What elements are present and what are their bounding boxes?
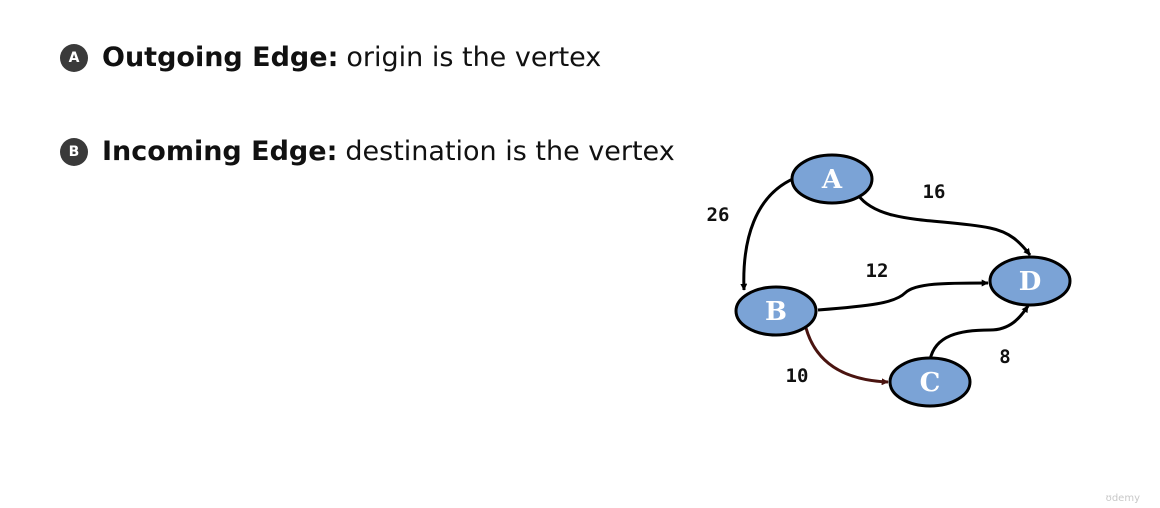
badge-b: B: [60, 137, 88, 166]
incoming-edge-term: Incoming Edge:: [102, 136, 338, 167]
incoming-edge-bullet: B Incoming Edge: destination is the vert…: [60, 136, 675, 167]
edge-weight-a-b: 26: [707, 204, 730, 226]
node-d: D: [988, 255, 1072, 307]
outgoing-edge-term: Outgoing Edge:: [102, 42, 339, 73]
edge-weight-b-d: 12: [866, 260, 889, 282]
node-b-label: B: [765, 297, 787, 327]
node-b: B: [734, 285, 818, 337]
edge-weight-c-d: 8: [999, 346, 1010, 368]
node-a-label: A: [821, 165, 843, 195]
edge-a-to-d: [856, 194, 1032, 256]
node-d-label: D: [1019, 267, 1042, 297]
node-c: C: [888, 356, 972, 408]
watermark-logo: ʊdemy: [1105, 493, 1140, 504]
edge-b-to-c: [804, 327, 889, 386]
edge-c-to-d: [928, 305, 1030, 361]
outgoing-edge-bullet: A Outgoing Edge: origin is the vertex: [60, 42, 601, 73]
edge-a-to-b: [740, 176, 796, 291]
badge-a: A: [60, 43, 88, 72]
node-a: A: [790, 153, 874, 205]
edge-weight-a-d: 16: [923, 181, 946, 203]
edge-weight-b-c: 10: [786, 365, 809, 387]
node-c-label: C: [920, 368, 941, 398]
edge-b-to-d: [817, 279, 989, 312]
outgoing-edge-description: origin is the vertex: [346, 42, 602, 73]
incoming-edge-description: destination is the vertex: [345, 136, 675, 167]
